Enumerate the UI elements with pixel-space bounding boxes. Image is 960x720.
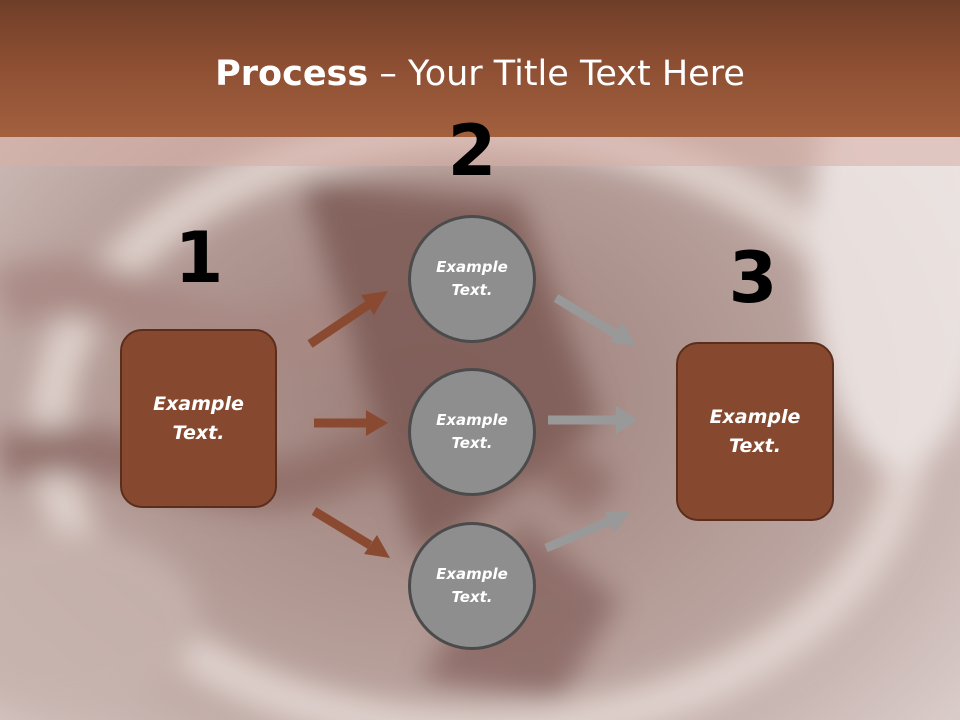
circle-middle-line-1: Example xyxy=(436,411,508,429)
box-left-text: Example Text. xyxy=(139,390,259,448)
box-right-line-2: Text. xyxy=(729,434,781,457)
circle-top-text: Example Text. xyxy=(422,256,522,302)
circle-middle-line-2: Text. xyxy=(451,434,493,452)
circle-bottom-line-1: Example xyxy=(436,565,508,583)
slide-title: Process – Your Title Text Here xyxy=(0,52,960,96)
circle-middle-text: Example Text. xyxy=(422,409,522,455)
box-left-line-1: Example xyxy=(153,392,244,415)
process-box-right: Example Text. xyxy=(676,342,834,521)
process-box-left: Example Text. xyxy=(120,329,277,508)
box-left-line-2: Text. xyxy=(172,421,225,444)
title-rest: – Your Title Text Here xyxy=(368,54,745,94)
process-circle-top: Example Text. xyxy=(408,215,536,343)
process-circle-bottom: Example Text. xyxy=(408,522,536,650)
circle-top-line-2: Text. xyxy=(451,281,493,299)
title-bold: Process xyxy=(215,54,369,94)
step-number-3: 3 xyxy=(728,237,778,319)
box-right-line-1: Example xyxy=(709,405,801,428)
circle-bottom-text: Example Text. xyxy=(422,563,522,609)
circle-bottom-line-2: Text. xyxy=(451,588,493,606)
box-right-text: Example Text. xyxy=(695,403,815,461)
circle-top-line-1: Example xyxy=(436,258,508,276)
step-number-2: 2 xyxy=(447,110,497,192)
title-bar-band xyxy=(0,137,960,166)
process-circle-middle: Example Text. xyxy=(408,368,536,496)
step-number-1: 1 xyxy=(174,217,224,299)
title-bar xyxy=(0,0,960,137)
